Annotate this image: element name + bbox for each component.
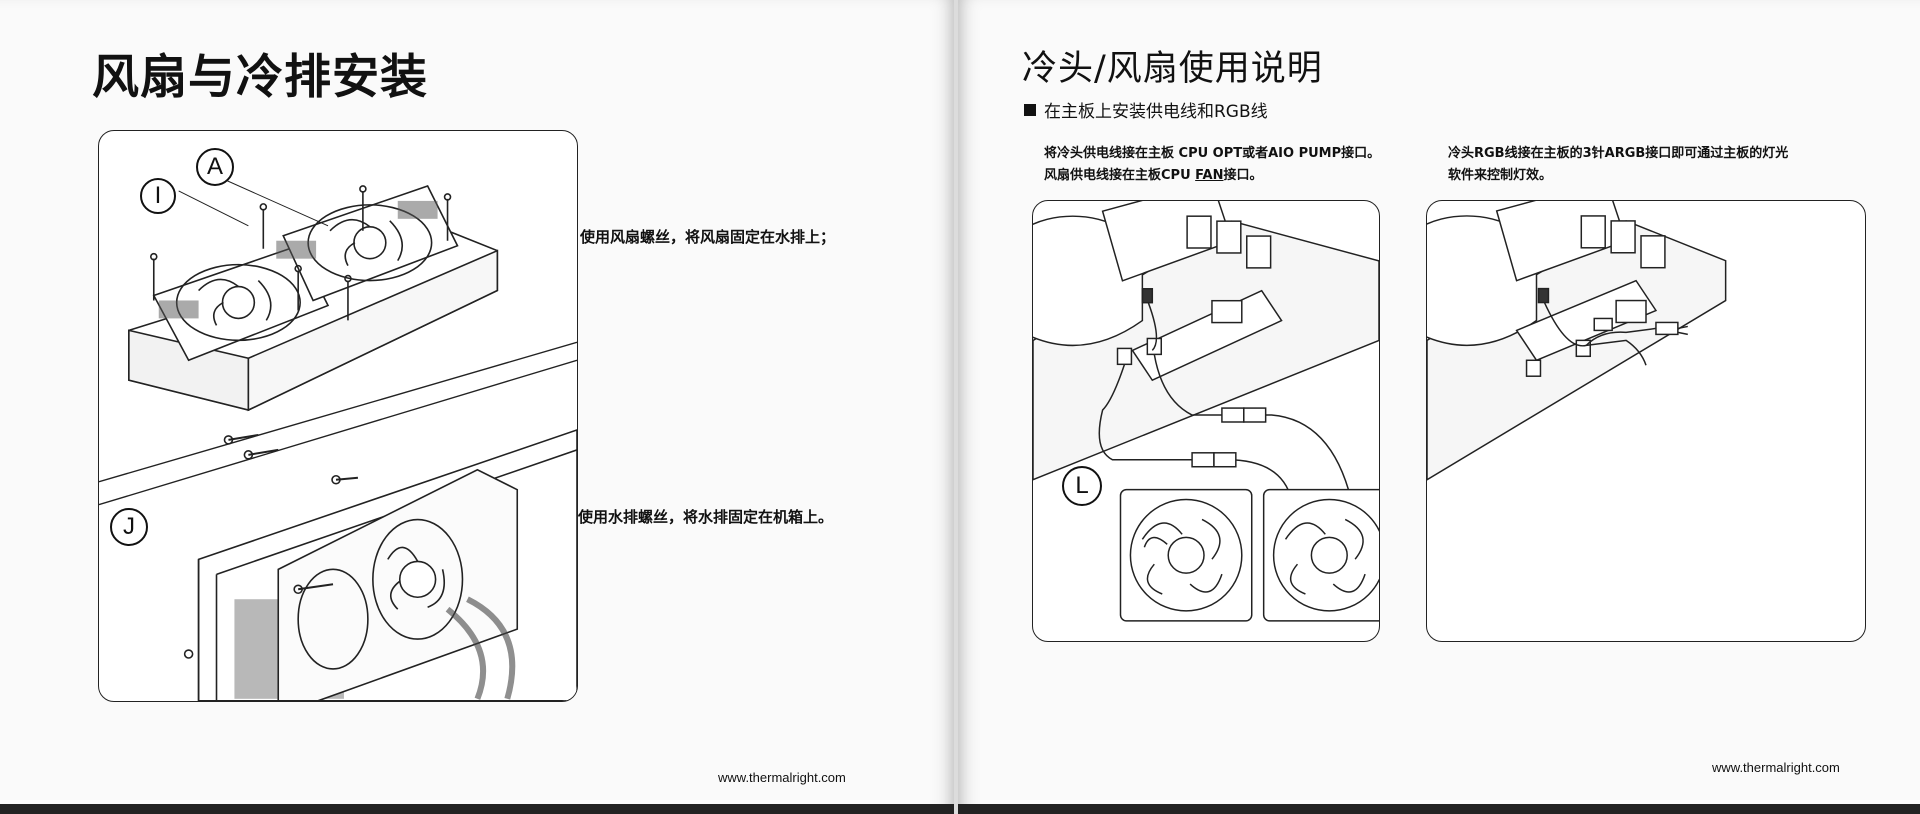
rgb-cable-note: 冷头RGB线接在主板的3针ARGB接口即可通过主板的灯光 软件来控制灯效。 xyxy=(1448,143,1868,187)
page-title: 冷头/风扇使用说明 xyxy=(1022,49,1323,89)
footer-url: www.thermalright.com xyxy=(718,770,846,785)
note-line: 冷头RGB线接在主板的3针ARGB接口即可通过主板的灯光 xyxy=(1448,146,1789,161)
note-text-underlined: FAN xyxy=(1195,168,1224,183)
power-wiring-drawing xyxy=(1033,201,1379,622)
page-edge xyxy=(0,804,954,814)
callout-l: L xyxy=(1062,466,1102,506)
section-heading: 在主板上安装供电线和RGB线 xyxy=(1024,97,1268,122)
note-text: 接口。 xyxy=(1223,168,1263,183)
footer-url: www.thermalright.com xyxy=(1712,760,1840,775)
callout-j: J xyxy=(110,508,148,546)
power-wiring-illustration xyxy=(1032,200,1380,642)
fan-radiator-drawing xyxy=(99,175,577,701)
step-fan-screws: 使用风扇螺丝，将风扇固定在水排上； xyxy=(580,228,836,246)
note-line: 风扇供电线接在主板CPU FAN接口。 xyxy=(1044,165,1424,187)
power-cable-note: 将冷头供电线接在主板 CPU OPT或者AIO PUMP接口。 风扇供电线接在主… xyxy=(1044,143,1424,187)
fan-radiator-illustration xyxy=(98,130,578,702)
section-heading-text: 在主板上安装供电线和RGB线 xyxy=(1044,102,1268,122)
callout-a: A xyxy=(196,148,234,186)
right-page: 冷头/风扇使用说明 在主板上安装供电线和RGB线 将冷头供电线接在主板 CPU … xyxy=(958,0,1920,814)
square-bullet-icon xyxy=(1024,103,1036,116)
rgb-wiring-drawing xyxy=(1427,201,1727,481)
callout-i: I xyxy=(140,178,176,214)
step-radiator-screws: 使用水排螺丝，将水排固定在机箱上。 xyxy=(578,508,834,526)
note-line: 将冷头供电线接在主板 CPU OPT或者AIO PUMP接口。 xyxy=(1044,146,1381,161)
page-title: 风扇与冷排安装 xyxy=(92,50,428,105)
left-page: 风扇与冷排安装 xyxy=(0,0,954,814)
page-edge xyxy=(958,804,1920,814)
note-text: 风扇供电线接在主板CPU xyxy=(1044,168,1196,183)
note-line: 软件来控制灯效。 xyxy=(1448,168,1553,183)
rgb-wiring-illustration xyxy=(1426,200,1866,642)
